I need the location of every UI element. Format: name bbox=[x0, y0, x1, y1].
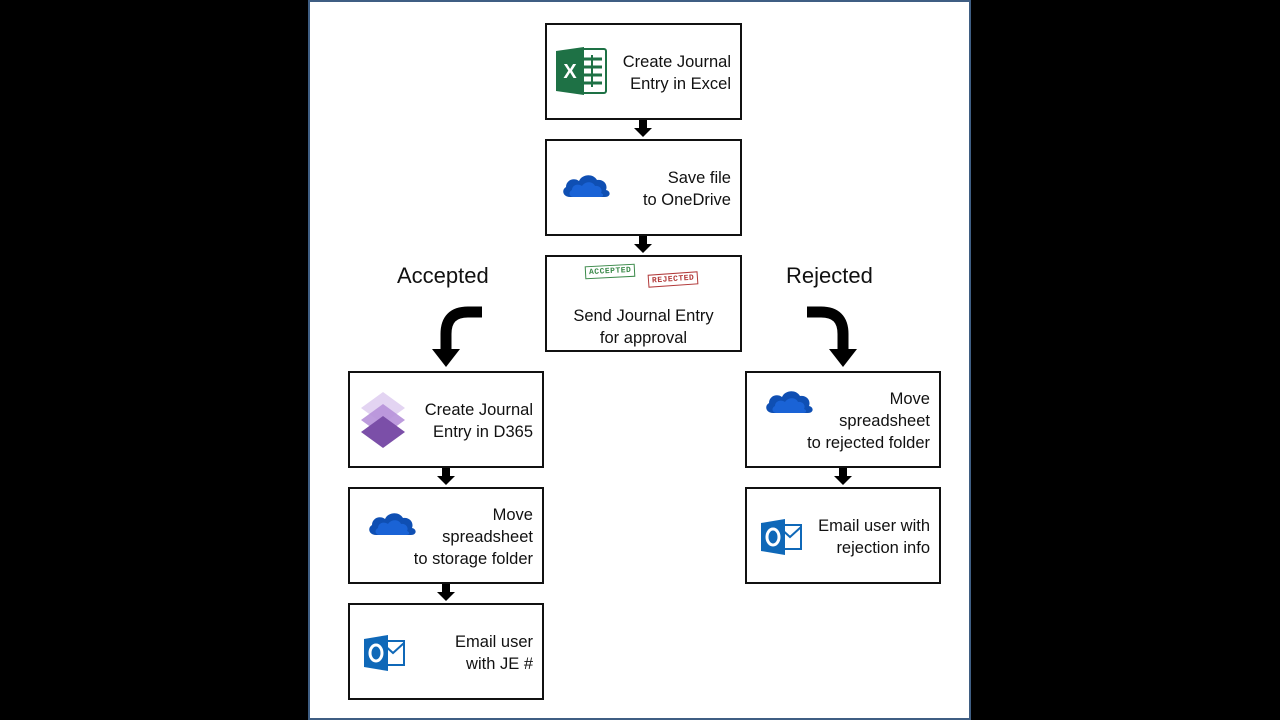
step-label: Create Journal Entry in Excel bbox=[622, 53, 731, 93]
arrow-down bbox=[634, 120, 652, 137]
excel-icon: X bbox=[556, 47, 607, 95]
outlook-icon bbox=[364, 633, 406, 673]
onedrive-icon bbox=[766, 391, 813, 413]
step-email-rejection: Email user with rejection info bbox=[745, 487, 941, 584]
flowchart-canvas: X Create Journal Entry in Excel Save fil… bbox=[308, 0, 971, 720]
svg-text:X: X bbox=[563, 61, 577, 83]
arrow-down bbox=[834, 468, 852, 485]
rejected-curved-arrow bbox=[807, 306, 857, 367]
step-move-storage: Move spreadsheet to storage folder bbox=[348, 487, 544, 584]
power-apps-icon bbox=[361, 392, 405, 448]
onedrive-icon bbox=[369, 513, 416, 535]
outlook-icon bbox=[761, 517, 803, 557]
accepted-branch-label: Accepted bbox=[397, 263, 489, 288]
accepted-stamp: ACCEPTED bbox=[584, 263, 636, 280]
onedrive-icon bbox=[563, 175, 610, 197]
step-create-journal-excel: X Create Journal Entry in Excel bbox=[545, 23, 742, 120]
step-label: Email user with rejection info bbox=[818, 517, 930, 557]
step-label: Save file to OneDrive bbox=[642, 169, 731, 209]
step-label: Email user with JE # bbox=[455, 633, 533, 673]
arrow-down bbox=[634, 236, 652, 253]
rejected-stamp: REJECTED bbox=[647, 271, 699, 288]
step-label: Move spreadsheet to storage folder bbox=[413, 506, 533, 568]
step-send-approval: ACCEPTED REJECTED Send Journal Entry for… bbox=[545, 255, 742, 352]
step-label: Create Journal Entry in D365 bbox=[424, 401, 533, 441]
step-email-je: Email user with JE # bbox=[348, 603, 544, 700]
rejected-branch-label: Rejected bbox=[786, 263, 873, 288]
step-create-journal-d365: Create Journal Entry in D365 bbox=[348, 371, 544, 468]
accepted-curved-arrow bbox=[432, 306, 482, 367]
step-label: Move spreadsheet to rejected folder bbox=[807, 390, 930, 452]
arrow-down bbox=[437, 468, 455, 485]
step-save-onedrive: Save file to OneDrive bbox=[545, 139, 742, 236]
step-move-rejected: Move spreadsheet to rejected folder bbox=[745, 371, 941, 468]
arrow-down bbox=[437, 584, 455, 601]
step-label: Send Journal Entry for approval bbox=[573, 307, 714, 347]
